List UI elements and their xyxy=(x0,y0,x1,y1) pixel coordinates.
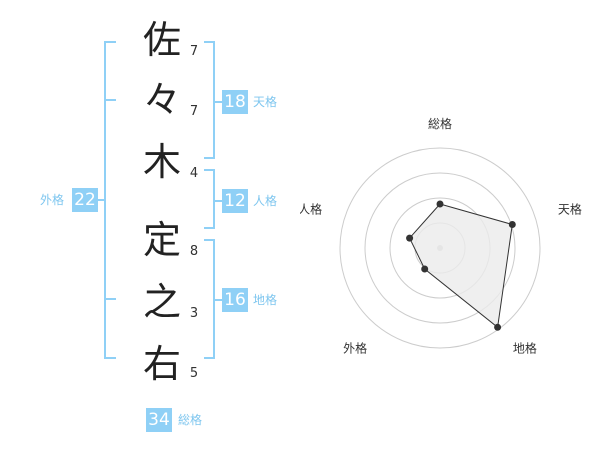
stroke-count-3: 4 xyxy=(189,166,199,181)
radar-axis-label-3: 地格 xyxy=(513,340,537,355)
jinkaku-bracket xyxy=(204,169,215,229)
radar-value-polygon xyxy=(409,203,513,329)
radar-point-5 xyxy=(406,234,414,242)
name-char-4: 定 xyxy=(142,218,181,262)
radar-point-2 xyxy=(508,221,516,228)
radar-axis-label-4: 外格 xyxy=(343,340,367,355)
tenkaku-bracket xyxy=(204,41,215,159)
bracket-lines xyxy=(98,41,222,359)
name-char-2: 々 xyxy=(142,78,181,122)
name-char-5: 之 xyxy=(142,280,181,324)
stroke-count-2: 7 xyxy=(189,104,199,119)
name-char-1: 佐 xyxy=(142,18,181,62)
soukaku-value-badge: 34 xyxy=(146,408,172,432)
tenkaku-label: 天格 xyxy=(253,95,278,109)
gaikaku-label: 外格 xyxy=(40,193,65,207)
jinkaku-label: 人格 xyxy=(253,194,278,208)
radar-axis-label-2: 天格 xyxy=(558,202,582,217)
radar-axis-label-1: 総格 xyxy=(428,116,452,131)
chikaku-value-badge: 16 xyxy=(222,288,248,312)
gaikaku-bracket xyxy=(104,41,116,359)
radar-point-4 xyxy=(421,265,429,273)
soukaku-label: 総格 xyxy=(178,413,203,427)
jinkaku-value-badge: 12 xyxy=(222,189,248,213)
gaikaku-value-badge: 22 xyxy=(72,188,98,212)
name-char-6: 右 xyxy=(142,342,181,386)
radar-ring-4 xyxy=(339,147,541,349)
stroke-count-4: 8 xyxy=(189,244,199,259)
stroke-count-1: 7 xyxy=(189,44,199,59)
radar-axis-label-5: 人格 xyxy=(300,202,322,217)
radar-point-1 xyxy=(436,200,444,208)
radar-ring-3 xyxy=(364,172,516,324)
chikaku-label: 地格 xyxy=(253,293,278,307)
name-char-3: 木 xyxy=(142,140,181,184)
stroke-count-5: 3 xyxy=(189,306,199,321)
radar-point-3 xyxy=(494,323,502,331)
stroke-count-6: 5 xyxy=(189,366,199,381)
tenkaku-value-badge: 18 xyxy=(222,90,248,114)
chikaku-bracket xyxy=(204,239,215,359)
